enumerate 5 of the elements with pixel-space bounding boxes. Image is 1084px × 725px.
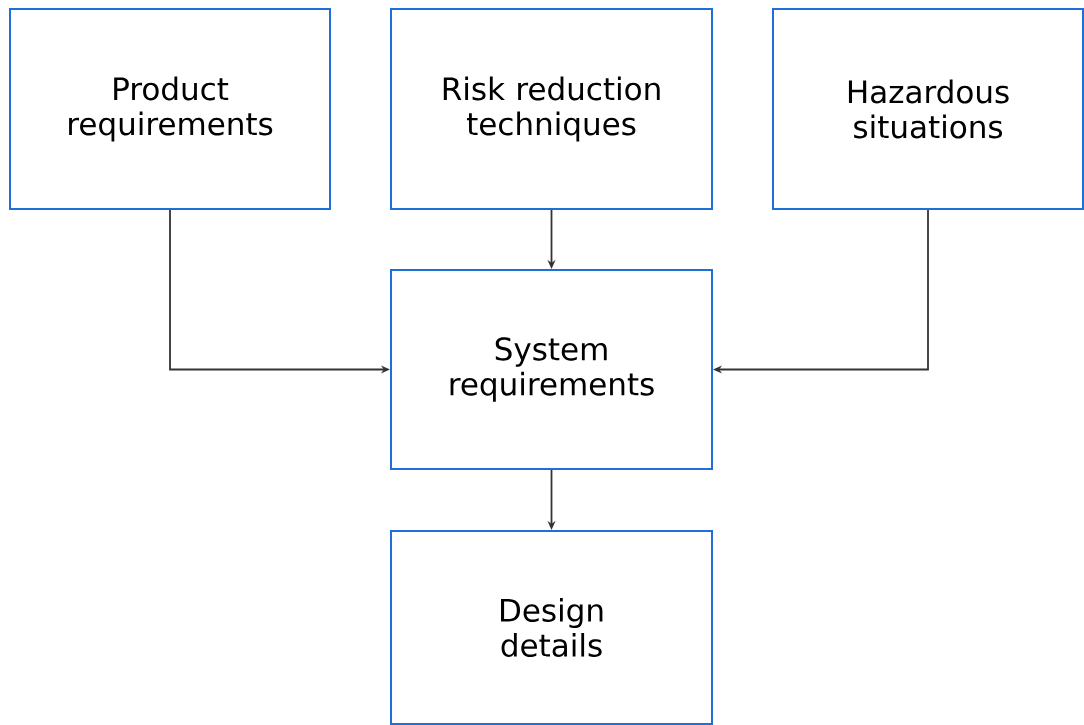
process-box: Risk reduction techniques [390,8,713,210]
process-box: Hazardous situations [772,8,1084,210]
process-box: System requirements [390,269,713,470]
process-box: Product requirements [9,8,331,210]
process-box: Design details [390,530,713,725]
